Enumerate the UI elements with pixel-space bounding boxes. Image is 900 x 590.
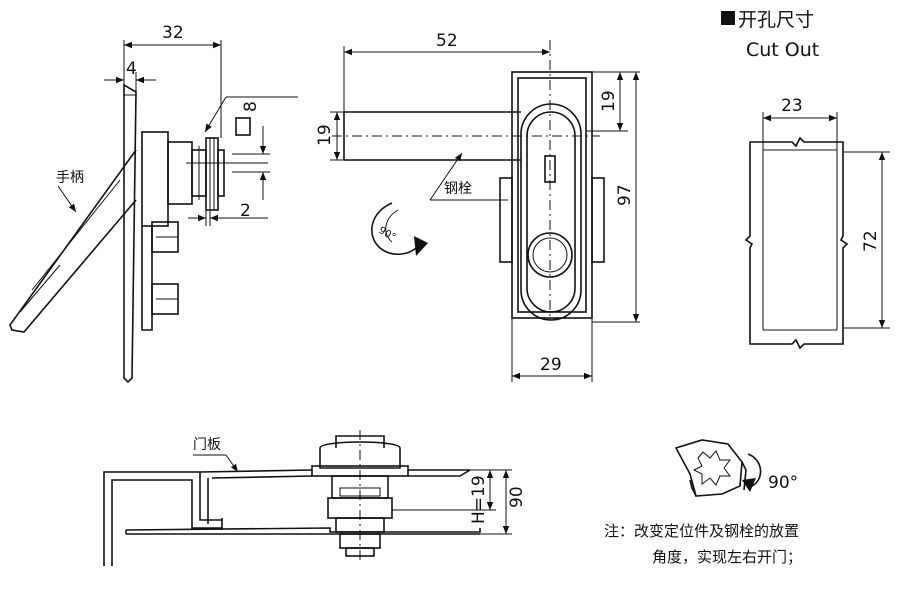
- dim-front-97: 97: [615, 184, 635, 206]
- note-line-1: 注：改变定位件及钢栓的放置: [604, 522, 799, 540]
- gear-rotation-label: 90°: [768, 473, 798, 493]
- dim-front-19-right: 19: [599, 90, 619, 112]
- bottom-view: 门板 H=19 90: [103, 430, 527, 566]
- cutout-title-en: Cut Out: [746, 39, 819, 61]
- dim-side-4: 4: [126, 59, 137, 79]
- front-view: 52 19 19 97 29 钢栓 90°: [315, 31, 640, 382]
- front-rotation-label: 90°: [377, 225, 398, 243]
- door-panel-label: 门板: [193, 437, 221, 453]
- dim-front-52: 52: [436, 31, 458, 51]
- dim-cutout-23: 23: [781, 96, 803, 116]
- handle-label: 手柄: [56, 170, 84, 186]
- cutout-title-cn: 开孔尺寸: [738, 9, 814, 31]
- note-block: 注：改变定位件及钢栓的放置 角度，实现左右开门；: [604, 522, 802, 566]
- cutout-view: 开孔尺寸 Cut Out 23 72: [721, 9, 890, 350]
- note-line-2: 角度，实现左右开门；: [652, 548, 802, 566]
- dim-side-2: 2: [240, 201, 251, 221]
- dim-front-29: 29: [540, 355, 562, 375]
- dim-front-19-left: 19: [315, 124, 335, 146]
- dim-bottom-h19: H=19: [469, 475, 489, 524]
- side-view: 32 4 8 2 手柄: [9, 23, 298, 384]
- dim-bottom-90: 90: [507, 486, 527, 508]
- gear-icon: 90°: [674, 439, 798, 497]
- dim-side-32: 32: [162, 23, 184, 43]
- header-square: [721, 11, 735, 25]
- bolt-label: 钢栓: [444, 181, 472, 197]
- dim-cutout-72: 72: [861, 230, 881, 252]
- dim-side-8: 8: [241, 101, 261, 112]
